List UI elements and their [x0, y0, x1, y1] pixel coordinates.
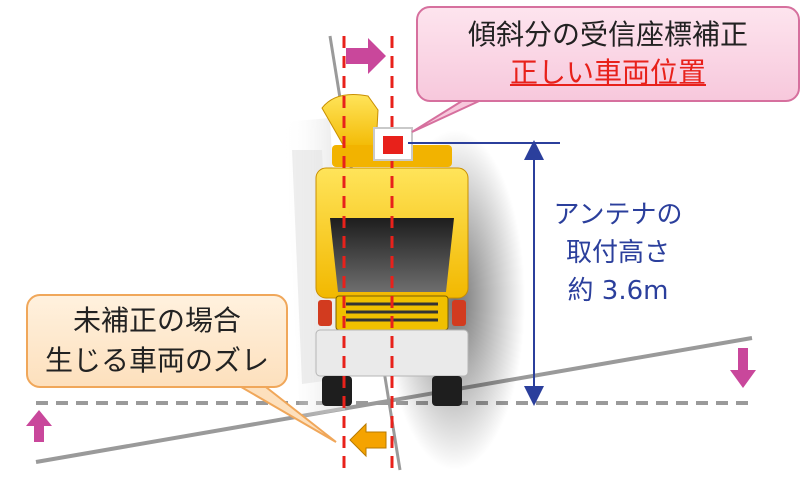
antenna-height-label: アンテナの 取付高さ 約 3.6m: [548, 196, 688, 310]
left-tire: [322, 376, 352, 406]
correction-callout-title: 傾斜分の受信座標補正: [467, 18, 748, 51]
antenna-height-value: 約 3.6m: [567, 276, 669, 306]
correction-arrow-icon: [346, 38, 386, 74]
sloped-ground-line: [35, 336, 753, 464]
truck: [315, 94, 469, 406]
right-tire: [432, 376, 462, 406]
tilt-up-arrow-icon: [26, 410, 52, 442]
right-lamp: [452, 300, 466, 326]
left-lamp: [318, 300, 332, 326]
correction-callout: 傾斜分の受信座標補正 正しい車両位置: [416, 6, 800, 102]
uncorrected-callout-line1: 未補正の場合: [72, 304, 241, 337]
antenna-height-line2: 取付高さ: [565, 238, 670, 268]
tilt-down-arrow-icon: [730, 348, 756, 388]
truck-windshield: [330, 218, 454, 292]
uncorrected-callout: 未補正の場合 生じる車両のズレ: [26, 294, 288, 388]
uncorrected-callout-line2: 生じる車両のズレ: [44, 344, 269, 377]
correct-position-label: 正しい車両位置: [509, 56, 706, 89]
offset-arrow-icon: [349, 422, 387, 458]
antenna-height-line1: アンテナの: [553, 200, 683, 230]
antenna-marker: [383, 136, 403, 154]
